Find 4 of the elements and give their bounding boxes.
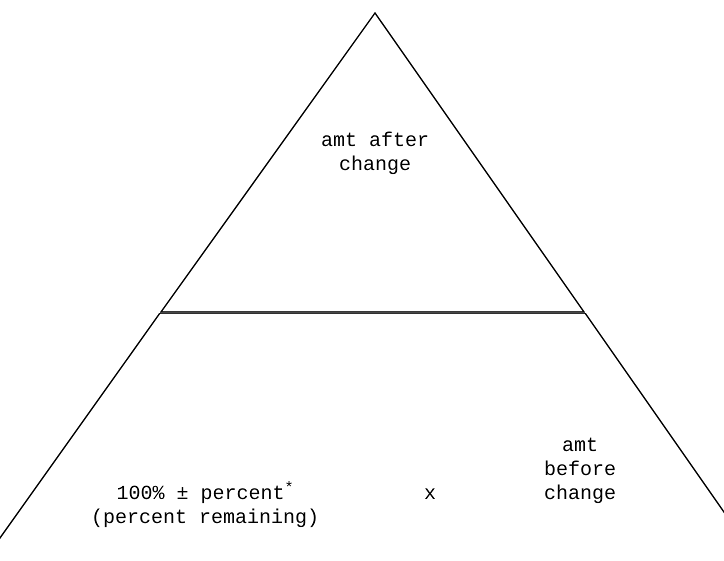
formula-text: 100% ± percent$^{*}$ (percent remaining): [90, 483, 320, 531]
formula-text: amt before change: [542, 435, 617, 507]
formula-text: amt after change: [320, 130, 430, 178]
multiply-sign: x: [422, 483, 437, 507]
